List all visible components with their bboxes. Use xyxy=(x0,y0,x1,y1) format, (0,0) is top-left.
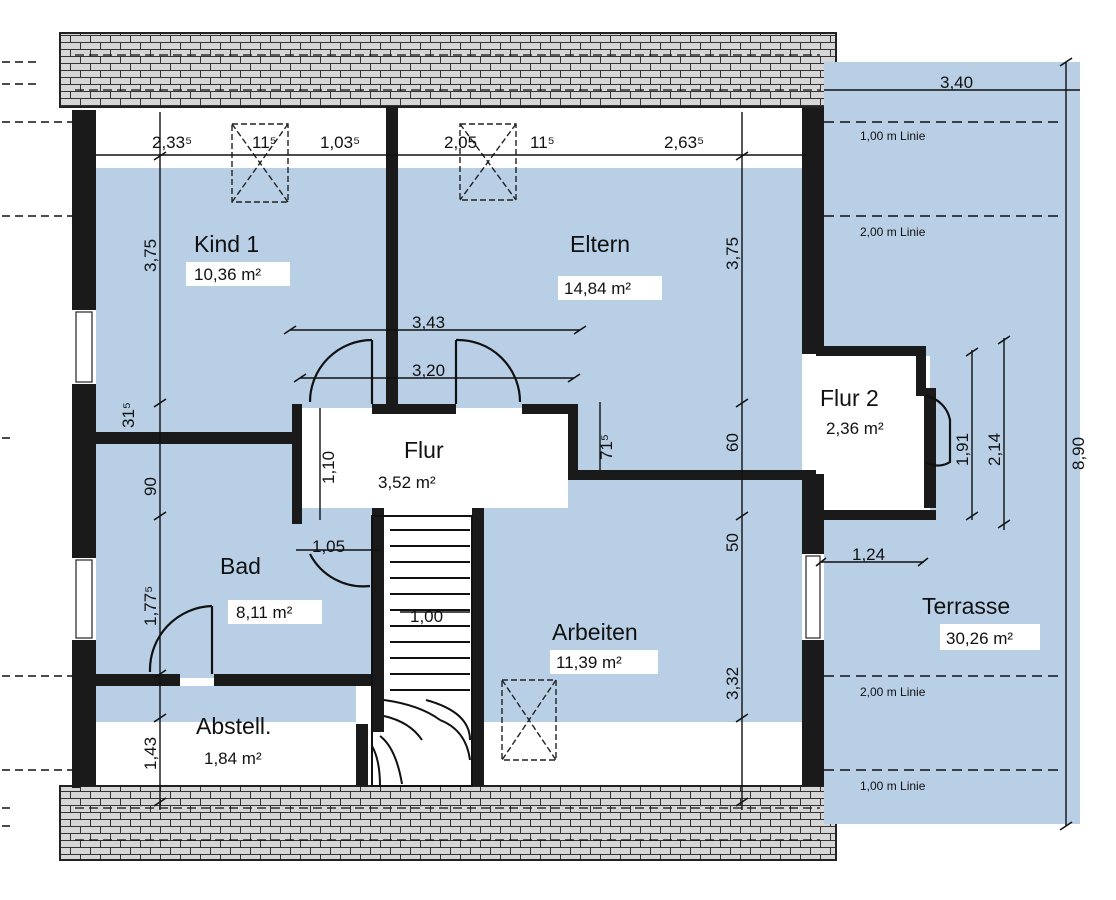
room-labels: Kind 1 10,36 m² Eltern 14,84 m² Flur 3,5… xyxy=(186,231,1040,768)
dim-terrace-890: 8,90 xyxy=(1069,437,1088,470)
skylight-icons xyxy=(231,123,557,761)
dim-left-90: 90 xyxy=(141,477,160,496)
dimension-lines xyxy=(2,61,1080,827)
line-2m-bottom: 2,00 m Linie xyxy=(860,685,926,699)
room-area-arbeiten: 11,39 m² xyxy=(556,653,622,672)
dim-flur2-214: 2,14 xyxy=(985,433,1004,466)
room-area-terrasse: 30,26 m² xyxy=(946,629,1013,648)
dim-left-143: 1,43 xyxy=(141,737,160,770)
height-line-labels: 1,00 m Linie 2,00 m Linie 2,00 m Linie 1… xyxy=(860,129,926,793)
dim-bad-105: 1,05 xyxy=(312,537,345,556)
roof-top xyxy=(59,32,837,108)
room-area-eltern: 14,84 m² xyxy=(564,279,631,298)
roof-bottom xyxy=(59,785,837,861)
dim-left-375: 3,75 xyxy=(141,239,160,272)
room-name-arbeiten: Arbeiten xyxy=(552,619,638,645)
room-area-abstell: 1,84 m² xyxy=(204,749,262,768)
line-2m-top: 2,00 m Linie xyxy=(860,225,926,239)
dim-skylight-a: 11⁵ xyxy=(252,133,277,152)
staircase xyxy=(371,515,473,787)
room-area-kind1: 10,36 m² xyxy=(194,265,261,284)
walls xyxy=(72,106,936,788)
dim-flur-715: 71⁵ xyxy=(597,434,616,460)
dim-left-1775: 1,77⁵ xyxy=(141,586,160,626)
dim-flur-110: 1,10 xyxy=(319,451,338,484)
dim-skylight-b: 11⁵ xyxy=(530,133,555,152)
room-name-flur: Flur xyxy=(404,437,444,463)
room-name-terrasse: Terrasse xyxy=(922,593,1010,619)
dim-flur-outer: 3,43 xyxy=(412,313,445,332)
dim-right-60: 60 xyxy=(723,433,742,452)
dim-right-332: 3,32 xyxy=(723,667,742,700)
room-area-bad: 8,11 m² xyxy=(236,603,293,622)
dim-kind-right: 1,03⁵ xyxy=(320,133,360,152)
line-1m-bottom: 1,00 m Linie xyxy=(860,779,926,793)
dim-left-315: 31⁵ xyxy=(119,402,138,428)
room-name-abstell: Abstell. xyxy=(196,713,271,739)
dim-3-40: 3,40 xyxy=(940,73,973,92)
room-area-flur2: 2,36 m² xyxy=(826,419,884,438)
door-swings xyxy=(148,338,952,674)
room-name-kind1: Kind 1 xyxy=(194,231,259,257)
dimension-labels: 3,40 2,33⁵ 11⁵ 1,03⁵ 2,05 11⁵ 2,63⁵ 3,43… xyxy=(119,73,1088,770)
room-fills xyxy=(96,168,802,722)
room-name-eltern: Eltern xyxy=(570,231,630,257)
dim-flur2-191: 1,91 xyxy=(953,433,972,466)
dim-right-375: 3,75 xyxy=(723,237,742,270)
dim-right-50: 50 xyxy=(723,533,742,552)
dim-terrace-124: 1,24 xyxy=(852,545,885,564)
room-area-flur: 3,52 m² xyxy=(378,473,436,492)
dim-eltern-left: 2,05 xyxy=(444,133,477,152)
room-name-flur2: Flur 2 xyxy=(820,385,879,411)
line-1m-top: 1,00 m Linie xyxy=(860,129,926,143)
dim-kind-width: 2,33⁵ xyxy=(152,133,192,152)
room-name-bad: Bad xyxy=(220,553,261,579)
dim-stair-100: 1,00 xyxy=(410,607,443,626)
dim-eltern-right: 2,63⁵ xyxy=(664,133,704,152)
dim-flur-inner: 3,20 xyxy=(412,361,445,380)
